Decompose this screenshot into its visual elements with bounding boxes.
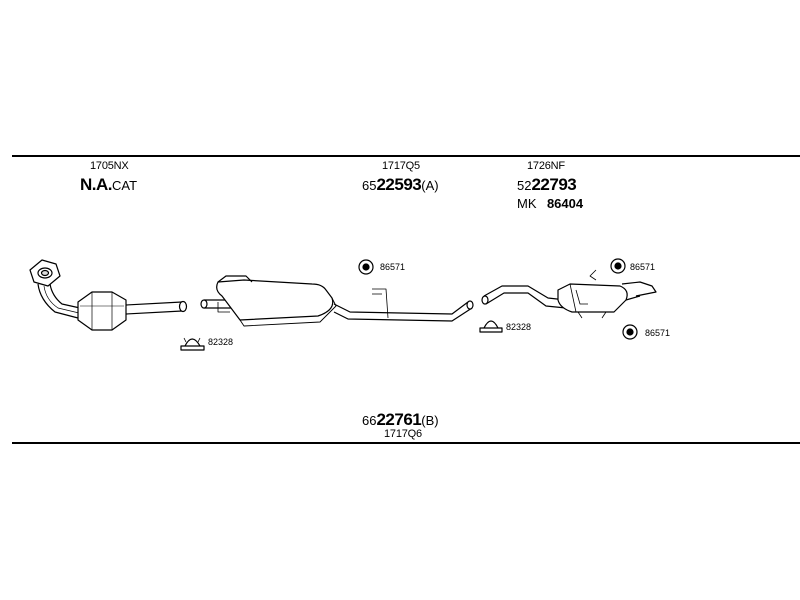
hanger-rear-top-icon <box>589 258 626 281</box>
kit-prefix: MK <box>517 196 537 211</box>
front-downpipe <box>37 283 81 319</box>
hanger-rear-top-label: 86571 <box>630 262 656 272</box>
clamp-left-label: 82328 <box>208 337 234 347</box>
kit-number: 86404 <box>546 196 584 211</box>
catalyst-name-suffix: CAT <box>112 178 138 193</box>
middle-section-part: 6522593(A) <box>362 175 439 195</box>
middle-part-prefix: 65 <box>362 178 377 193</box>
top-divider <box>12 155 800 157</box>
clamp-mid-label: 82328 <box>506 322 532 332</box>
hanger-mid-icon <box>358 259 374 275</box>
middle-connecting-pipe <box>333 288 474 322</box>
rear-mounting-kit: MK 86404 <box>517 195 583 213</box>
bottom-part-prefix: 66 <box>362 413 377 428</box>
middle-silencer <box>216 275 337 327</box>
catalyst-name-bold: N.A. <box>80 175 113 194</box>
rear-part-number: 22793 <box>531 175 577 194</box>
hanger-rear-bottom-icon <box>622 324 638 340</box>
bottom-part-suffix: (B) <box>421 413 439 428</box>
rear-section-code: 1726NF <box>527 160 565 172</box>
catalyst-name: N.A.CAT <box>80 175 137 195</box>
clamp-left-icon <box>180 337 205 351</box>
bottom-part-code: 1717Q6 <box>384 428 422 440</box>
hanger-mid-label: 86571 <box>380 262 406 272</box>
rear-inlet-pipe <box>481 285 567 309</box>
middle-part-suffix: (A) <box>421 178 439 193</box>
rear-silencer <box>557 281 657 319</box>
rear-section-part: 5222793 <box>517 175 577 195</box>
bottom-part: 6622761(B) <box>362 410 439 430</box>
hanger-rear-bottom-label: 86571 <box>645 328 671 338</box>
clamp-mid-icon <box>479 320 503 333</box>
rear-part-prefix: 52 <box>517 178 532 193</box>
middle-part-number: 22593 <box>376 175 422 194</box>
middle-section-code: 1717Q5 <box>382 160 420 172</box>
bottom-part-number: 22761 <box>376 410 422 429</box>
catalyst-code: 1705NX <box>90 160 129 172</box>
catalytic-converter <box>77 291 188 331</box>
bottom-divider <box>12 442 800 444</box>
front-flange <box>29 259 61 287</box>
